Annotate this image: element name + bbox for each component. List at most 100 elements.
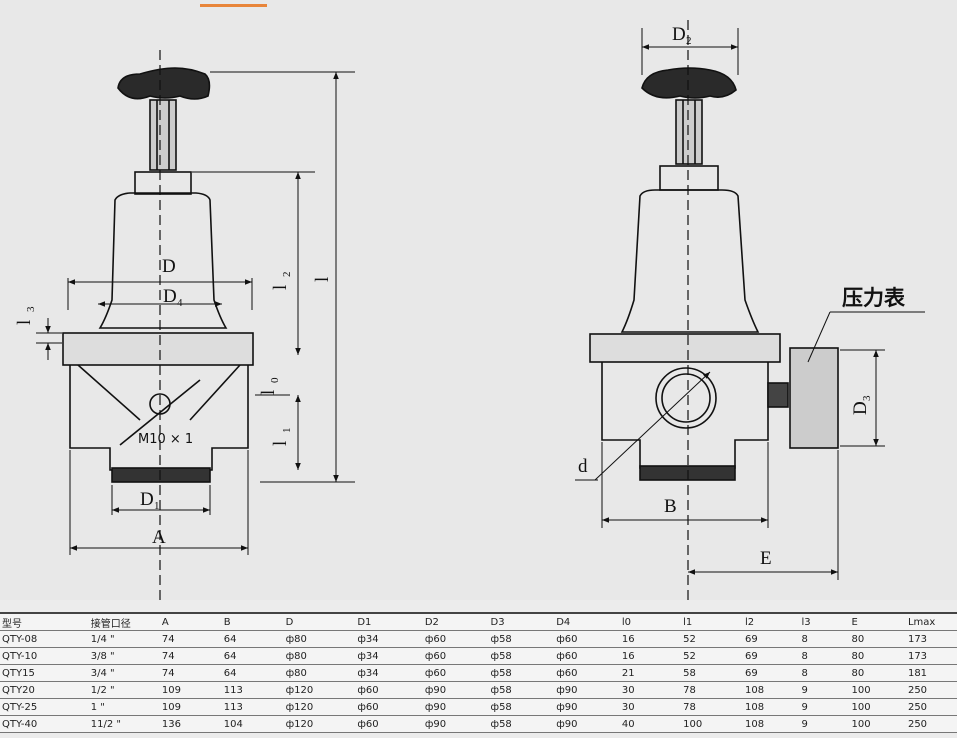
table-cell: 40 [621,718,635,730]
label-l2-sub: 2 [281,272,293,278]
table-cell: ф60 [424,633,447,645]
label-l3: l [14,320,35,325]
table-cell: 69 [745,667,758,679]
table-cell: ф90 [556,684,578,696]
table-cell: 9 [801,701,808,713]
label-l0-sub: 0 [269,377,281,383]
table-cell: 250 [907,718,928,730]
table-cell: ф60 [357,718,379,730]
bottom-plug [111,467,211,483]
table-cell: 109 [161,701,181,713]
label-thread: M10 × 1 [138,432,193,447]
label-D1-sub: 1 [154,500,160,512]
table-cell: 78 [683,684,696,696]
table-cell: 113 [223,684,243,696]
table-cell: ф120 [285,684,314,696]
label-l1-sub: 1 [281,428,293,434]
table-header-cell: l0 [621,616,632,628]
side-bonnet [620,189,760,333]
table-cell: 3/8 " [90,650,115,662]
label-l0: l [258,390,279,395]
table-header-cell: D3 [490,616,505,628]
table-cell: 250 [907,684,928,696]
table-cell: ф58 [490,684,512,696]
label-B: B [664,496,677,517]
handle-knob [117,67,211,100]
table-cell: ф34 [357,667,379,679]
table-cell: 16 [621,633,635,645]
table-cell: 64 [223,667,237,679]
table-cell: ф60 [424,650,447,662]
table-cell: ф60 [357,701,379,713]
label-l1: l [270,441,291,446]
table-cell: QTY-25 [2,701,38,713]
label-D2: D [672,24,686,45]
table-cell: 109 [161,684,181,696]
bonnet [98,192,228,329]
table-cell: 80 [851,667,865,679]
side-view-labels: D 2 D 3 B d E 压力表 [578,24,906,569]
label-D4-sub: 4 [177,297,183,309]
table-cell: 100 [851,718,871,730]
label-l2: l [270,285,291,290]
front-view-labels: D D 4 D 1 A l 3 l 2 l l 0 l 1 M10 × 1 [14,256,333,548]
table-cell: ф60 [556,633,578,645]
label-l3-sub: 3 [25,306,37,312]
table-header-cell: E [851,616,858,628]
label-A: A [152,527,166,548]
table-cell: 136 [161,718,181,730]
table-cell: ф60 [357,684,379,696]
label-pressure-gauge: 压力表 [842,286,906,310]
table-cell: ф58 [490,701,512,713]
collar [134,171,192,195]
side-body [601,362,769,469]
side-stem [675,99,703,165]
table-cell: 3/4 " [90,667,115,679]
table-cell: ф90 [556,701,578,713]
table-header-cell: Lmax [907,616,936,628]
label-D: D [162,256,176,277]
table-cell: ф58 [490,633,512,645]
table-cell: 74 [161,667,175,679]
technical-drawing: D D 4 D 1 A l 3 l 2 l l 0 l 1 M10 × 1 [14,4,925,600]
table-header-cell: D1 [357,616,372,628]
table-cell: 108 [745,701,765,713]
table-cell: 9 [801,718,808,730]
table-cell: 8 [801,667,808,679]
table-cell: 69 [745,633,758,645]
table-cell: ф90 [424,684,447,696]
table-cell: 104 [223,718,243,730]
table-cell: QTY-08 [2,633,38,645]
table-cell: 30 [621,684,635,696]
table-cell: ф90 [424,718,447,730]
table-cell: ф90 [424,701,447,713]
table-cell: ф90 [556,718,578,730]
table-cell: ф34 [357,633,379,645]
table-cell: ф120 [285,701,314,713]
table-cell: ф58 [490,718,512,730]
table-cell: 8 [801,650,808,662]
table-cell: 100 [851,684,871,696]
table-cell: ф60 [556,667,578,679]
label-D4: D [163,286,177,307]
table-header-cell: B [223,616,231,628]
table-cell: 113 [223,701,243,713]
table-cell: QTY20 [2,684,35,696]
side-port-inner [661,373,711,423]
table-cell: ф60 [424,667,447,679]
table-header-cell: A [161,616,169,628]
table-cell: 78 [683,701,696,713]
table-cell: 100 [851,701,871,713]
table-cell: ф58 [490,667,512,679]
regulator-drawing-svg: D D 4 D 1 A l 3 l 2 l l 0 l 1 M10 × 1 [14,20,925,600]
table-cell: 1/2 " [90,684,115,696]
table-cell: ф80 [285,650,307,662]
table-cell: ф58 [490,650,512,662]
table-cell: 1/4 " [90,633,115,645]
